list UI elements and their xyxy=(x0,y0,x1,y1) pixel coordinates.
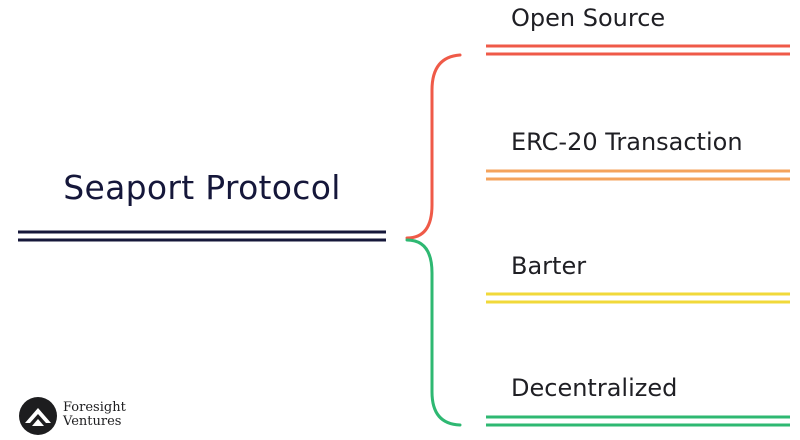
brace-upper xyxy=(405,53,462,240)
branch-label-decentralized: Decentralized xyxy=(511,374,678,402)
branch-label-erc20-transaction: ERC-20 Transaction xyxy=(511,128,743,156)
branch-underline-decentralized xyxy=(486,415,790,427)
branch-label-open-source: Open Source xyxy=(511,4,666,32)
branch-underline-open-source xyxy=(486,44,790,56)
logo-wordmark: Foresight Ventures xyxy=(63,401,126,429)
branch-underline-barter xyxy=(486,292,790,304)
branch-underline-erc20 xyxy=(486,169,790,181)
foresight-ventures-logo: Foresight Ventures xyxy=(18,396,148,436)
branch-label-barter: Barter xyxy=(511,252,587,280)
brace-lower xyxy=(405,238,462,427)
logo-line-1: Foresight xyxy=(63,400,126,415)
logo-line-2: Ventures xyxy=(63,414,122,429)
foresight-ventures-logo-icon xyxy=(19,397,57,435)
root-underline xyxy=(18,230,386,242)
root-node-title: Seaport Protocol xyxy=(63,168,341,207)
